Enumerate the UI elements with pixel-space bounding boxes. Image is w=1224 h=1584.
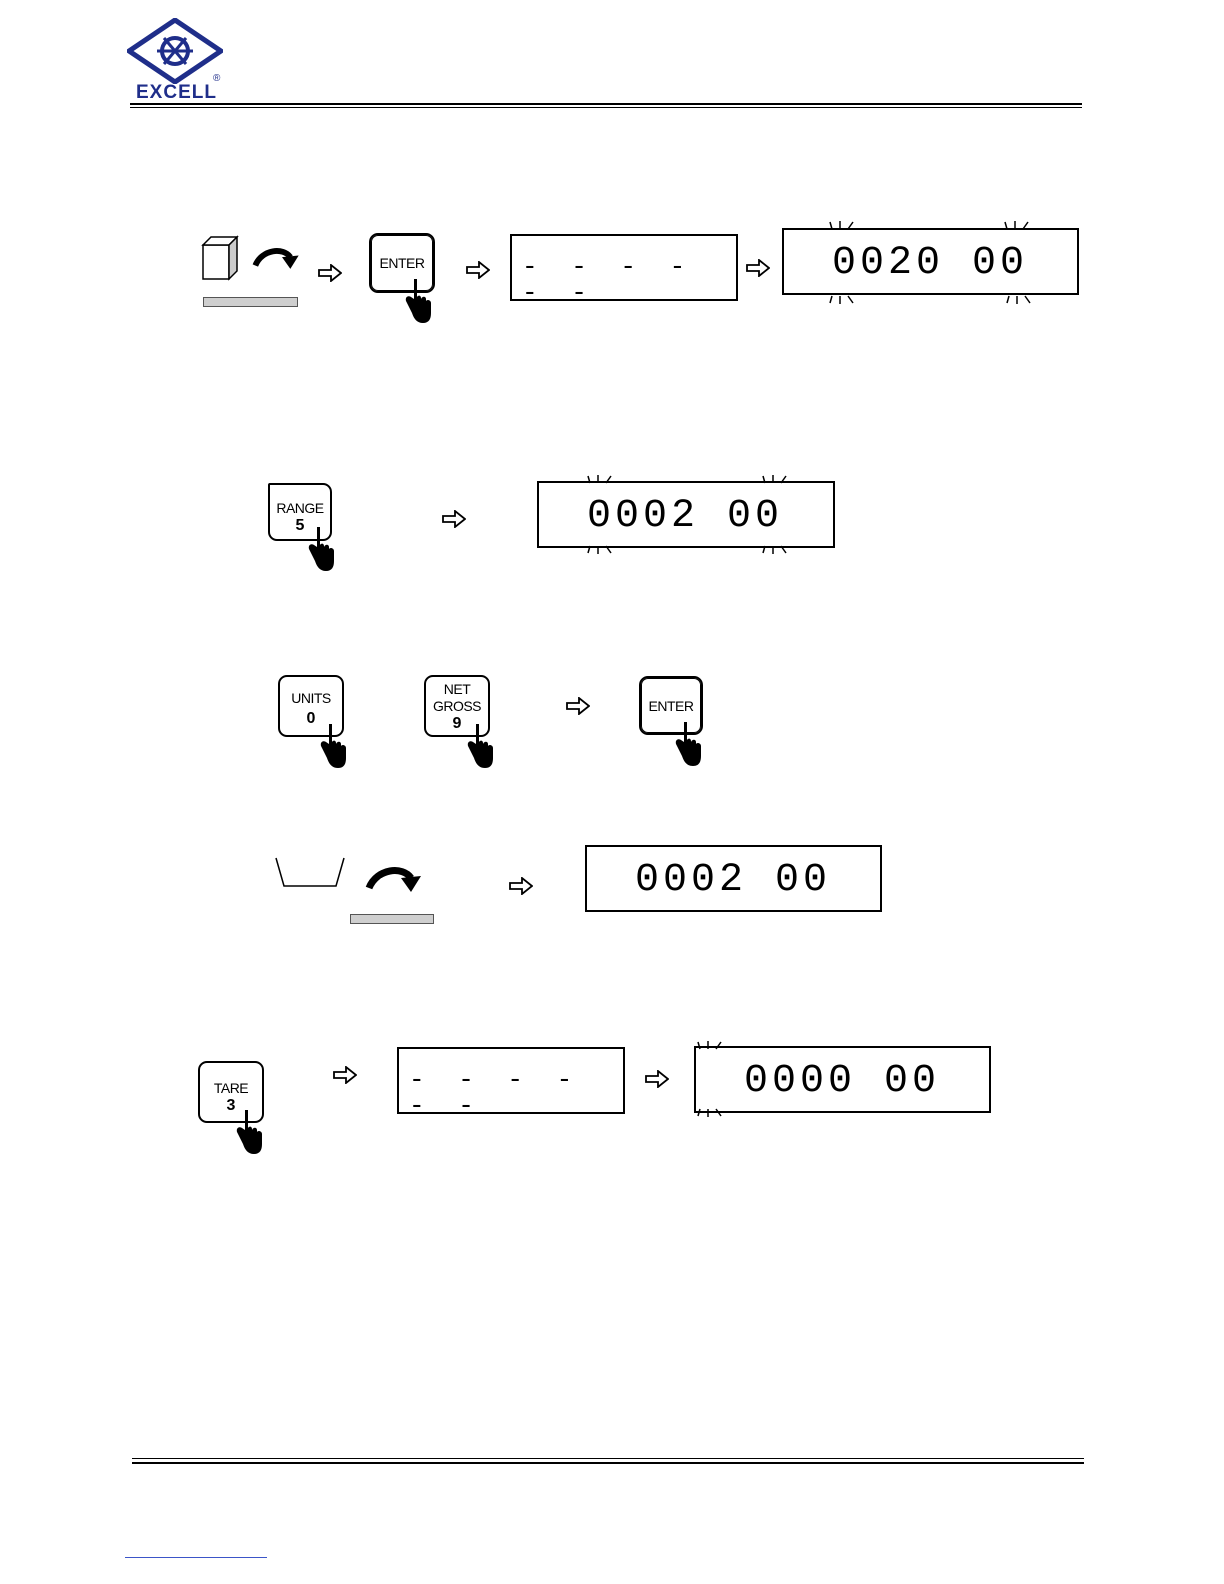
header-rule-thin bbox=[130, 107, 1082, 108]
display-dashes: - - - - - - bbox=[522, 254, 736, 306]
next-arrow-icon bbox=[509, 877, 533, 895]
next-arrow-icon bbox=[746, 259, 770, 277]
net-gross-key-label-1: NET bbox=[426, 681, 488, 698]
display-dashes: - - - - - - bbox=[409, 1067, 623, 1119]
pressing-hand-icon bbox=[673, 722, 703, 768]
display-value: 0000 00 bbox=[744, 1062, 940, 1102]
header-rule bbox=[130, 103, 1082, 105]
display-value: 0020 00 bbox=[832, 244, 1028, 284]
display-waiting: - - - - - - bbox=[510, 234, 738, 301]
display-waiting: - - - - - - bbox=[397, 1047, 625, 1114]
brand-name: EXCELL bbox=[136, 82, 217, 104]
display-result: 0002 00 bbox=[585, 845, 882, 912]
blink-indicator-icon bbox=[1003, 220, 1037, 230]
scale-platform bbox=[350, 914, 434, 924]
range-key-label: RANGE bbox=[270, 500, 330, 517]
next-arrow-icon bbox=[318, 264, 342, 282]
pressing-hand-icon bbox=[318, 724, 348, 770]
display-value: 0002 00 bbox=[635, 861, 831, 901]
tare-key-label: TARE bbox=[200, 1080, 262, 1097]
box-weight-icon bbox=[201, 235, 241, 281]
units-key-label: UNITS bbox=[280, 690, 342, 707]
next-arrow-icon bbox=[645, 1070, 669, 1088]
enter-key-label: ENTER bbox=[371, 255, 433, 272]
blink-indicator-icon bbox=[1005, 295, 1039, 305]
pressing-hand-icon bbox=[403, 279, 433, 325]
blink-indicator-icon bbox=[696, 1040, 730, 1050]
container-icon bbox=[274, 856, 346, 888]
next-arrow-icon bbox=[566, 697, 590, 715]
blink-indicator-icon bbox=[761, 474, 795, 484]
blink-indicator-icon bbox=[696, 1108, 730, 1118]
display-value: 0002 00 bbox=[587, 497, 783, 537]
next-arrow-icon bbox=[442, 510, 466, 528]
blink-indicator-icon bbox=[828, 295, 862, 305]
footer-rule-thin bbox=[132, 1458, 1084, 1459]
display-result: 0002 00 bbox=[537, 481, 835, 548]
display-result: 0020 00 bbox=[782, 228, 1079, 295]
display-result: 0000 00 bbox=[694, 1046, 991, 1113]
net-gross-key-label-2: GROSS bbox=[426, 698, 488, 715]
footer-rule bbox=[132, 1462, 1084, 1464]
curved-arrow-icon bbox=[364, 864, 426, 894]
footer-link-underline[interactable] bbox=[125, 1557, 267, 1558]
registered-mark: ® bbox=[213, 73, 220, 84]
pressing-hand-icon bbox=[234, 1110, 264, 1156]
curved-arrow-icon bbox=[252, 244, 302, 272]
blink-indicator-icon bbox=[828, 220, 862, 230]
excell-logo-icon bbox=[127, 18, 223, 84]
next-arrow-icon bbox=[466, 261, 490, 279]
enter-key-label: ENTER bbox=[641, 698, 701, 715]
blink-indicator-icon bbox=[761, 545, 795, 555]
pressing-hand-icon bbox=[465, 724, 495, 770]
next-arrow-icon bbox=[333, 1066, 357, 1084]
blink-indicator-icon bbox=[586, 545, 620, 555]
scale-platform bbox=[203, 297, 298, 307]
blink-indicator-icon bbox=[586, 474, 620, 484]
pressing-hand-icon bbox=[306, 527, 336, 573]
